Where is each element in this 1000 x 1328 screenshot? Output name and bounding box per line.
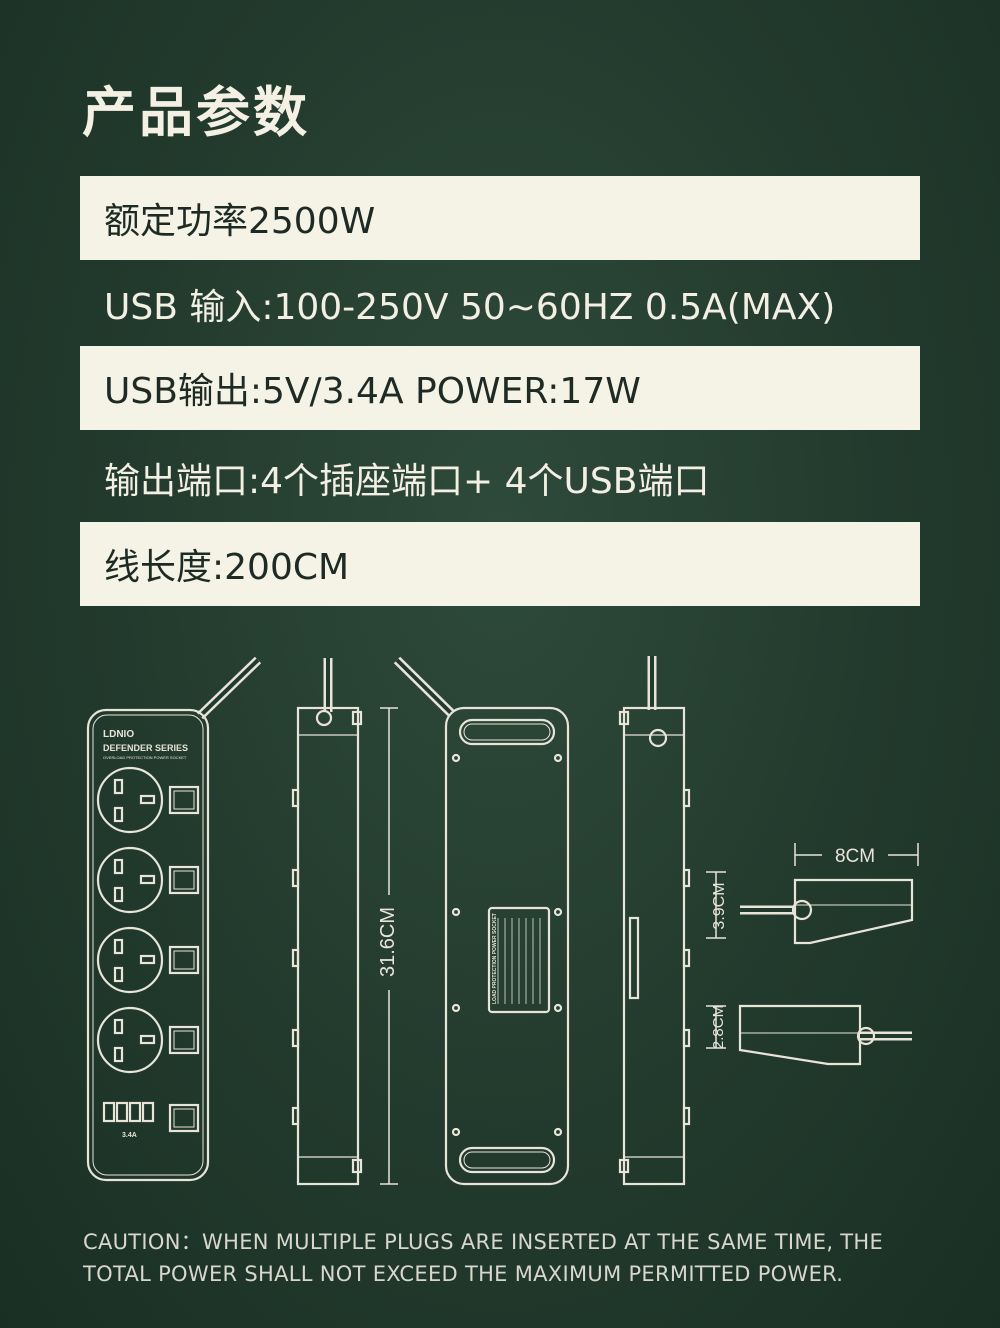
front-view: LDNIO DEFENDER SERIES OVERLOAD PROTECTIO…	[86, 656, 262, 1182]
front-body	[86, 708, 210, 1182]
side-body	[296, 706, 360, 1186]
back-label-title: LOAD PROTECTION POWER SOCKET	[492, 913, 498, 1004]
rating-label-plate	[487, 906, 551, 1014]
outlet-1	[96, 766, 200, 834]
page-title: 产品参数	[82, 81, 310, 144]
caution-note: CAUTION：WHEN MULTIPLE PLUGS ARE INSERTED…	[83, 1226, 933, 1290]
outlet-2	[96, 846, 200, 914]
caution-line-2: TOTAL POWER SHALL NOT EXCEED THE MAXIMUM…	[83, 1262, 844, 1286]
series-label: DEFENDER SERIES	[103, 743, 188, 753]
brand-logo: LDNIO	[103, 729, 134, 740]
caution-line-1: CAUTION：WHEN MULTIPLE PLUGS ARE INSERTED…	[83, 1230, 884, 1254]
back-body	[444, 706, 570, 1186]
back-view: LOAD PROTECTION POWER SOCKET	[393, 656, 570, 1186]
side-view-left	[291, 658, 363, 1186]
spec-usb-output: USB输出:5V/3.4A POWER:17W	[80, 346, 920, 430]
length-label: 31.6CM	[377, 907, 399, 977]
spec-rated-power: 额定功率2500W	[80, 176, 920, 260]
outlet-3	[96, 926, 200, 994]
outlet-4	[96, 1006, 200, 1074]
width-detail: 8CM 3.9CM	[706, 843, 919, 945]
length-dimension: 31.6CM	[377, 707, 399, 1185]
usb-ports: 3.4A	[102, 1101, 200, 1139]
product-dimension-diagram: LDNIO DEFENDER SERIES OVERLOAD PROTECTIO…	[86, 656, 919, 1186]
width-label: 8CM	[835, 846, 875, 867]
side-view-right	[618, 656, 691, 1186]
spec-cable-length: 线长度:200CM	[80, 522, 920, 606]
thickness-detail: 2.8CM	[706, 1004, 912, 1066]
spec-output-ports: 输出端口:4个插座端口+ 4个USB端口	[104, 461, 710, 502]
series-subtitle: OVERLOAD PROTECTION POWER SOCKET	[103, 755, 187, 760]
thickness-label: 2.8CM	[710, 1005, 727, 1049]
height-label: 3.9CM	[711, 882, 728, 929]
usb-rating: 3.4A	[122, 1132, 137, 1139]
spec-usb-input: USB 输入:100-250V 50~60HZ 0.5A(MAX)	[104, 287, 836, 328]
